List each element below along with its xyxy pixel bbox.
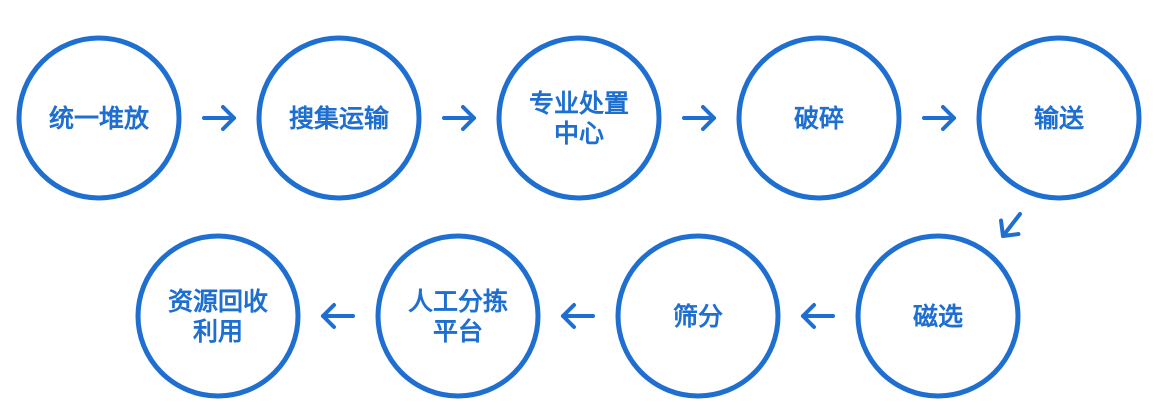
- arrow: [561, 303, 595, 329]
- arrow-head-icon: [461, 105, 476, 131]
- step-label: 平台: [433, 317, 483, 346]
- arrow-head-icon: [701, 105, 716, 131]
- arrow: [321, 303, 355, 329]
- step-node-crushing: 破碎: [736, 35, 902, 201]
- arrow: [922, 105, 956, 131]
- step-label: 输送: [1034, 104, 1084, 133]
- arrow: [999, 212, 1022, 238]
- step-label: 中心: [554, 120, 604, 148]
- flow-arrows: [202, 105, 1022, 329]
- step-node-conveying: 输送: [976, 35, 1142, 201]
- step-label: 筛分: [673, 302, 723, 331]
- flow-steps: 统一堆放搜集运输专业处置中心破碎输送磁选筛分人工分拣平台资源回收利用: [16, 35, 1142, 399]
- step-label: 搜集运输: [289, 104, 390, 133]
- arrow: [442, 105, 476, 131]
- arrow-head-icon: [221, 105, 236, 131]
- step-label: 统一堆放: [49, 104, 150, 133]
- step-label: 破碎: [794, 104, 844, 133]
- arrow-head-icon: [321, 303, 336, 329]
- step-node-unified-stacking: 统一堆放: [16, 35, 182, 201]
- arrow: [202, 105, 236, 131]
- step-circle: [615, 233, 781, 399]
- step-node-collection-transport: 搜集运输: [256, 35, 422, 201]
- arrow-head-icon: [941, 105, 956, 131]
- step-node-screening: 筛分: [615, 233, 781, 399]
- step-circle: [976, 35, 1142, 201]
- arrow-head-icon: [801, 303, 816, 329]
- step-label: 磁选: [913, 302, 963, 331]
- step-label: 人工分拣: [408, 287, 508, 316]
- step-circle: [135, 233, 301, 399]
- step-node-magnetic-separation: 磁选: [855, 233, 1021, 399]
- step-circle: [855, 233, 1021, 399]
- step-label: 利用: [193, 318, 243, 346]
- arrow-head-icon: [561, 303, 576, 329]
- step-circle: [16, 35, 182, 201]
- step-circle: [736, 35, 902, 201]
- arrow: [682, 105, 716, 131]
- arrow-shaft: [1001, 212, 1022, 238]
- step-circle: [256, 35, 422, 201]
- arrow: [801, 303, 835, 329]
- arrow-head-icon: [999, 218, 1021, 238]
- step-circle: [496, 35, 662, 201]
- step-label: 专业处置: [529, 89, 629, 118]
- step-circle: [375, 233, 541, 399]
- step-label: 资源回收: [168, 288, 268, 316]
